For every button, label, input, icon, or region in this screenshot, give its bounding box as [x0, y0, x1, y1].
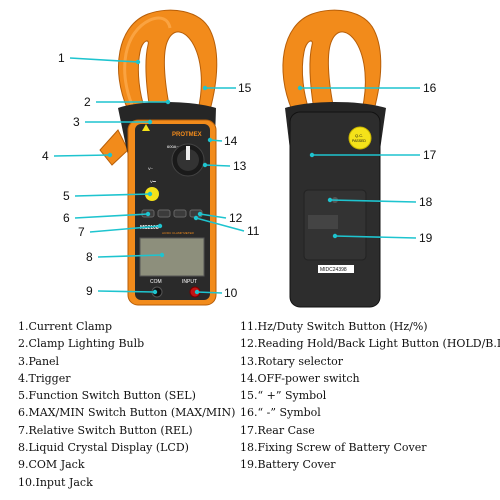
legend-item-9: 9.COM Jack: [18, 458, 85, 472]
callout-5: 5: [63, 189, 70, 203]
legend-item-11: 11.Hz/Duty Switch Button (Hz/%): [240, 320, 428, 333]
legend-item-6: 6.MAX/MIN Switch Button (MAX/MIN): [18, 406, 236, 420]
svg-text:PASSED: PASSED: [352, 139, 366, 143]
rear-clamp: [282, 9, 382, 111]
callout-2: 2: [84, 95, 91, 109]
callout-3: 3: [73, 115, 80, 129]
model-text: MS2108: [140, 225, 159, 231]
svg-text:COM: COM: [150, 279, 162, 285]
svg-text:V⎓: V⎓: [150, 179, 157, 184]
legend-item-2: 2.Clamp Lighting Bulb: [18, 337, 145, 351]
svg-text:V~: V~: [148, 166, 154, 171]
legend-item-1: 1.Current Clamp: [18, 320, 112, 333]
callout-6: 6: [63, 211, 70, 225]
callout-lines: [53, 57, 420, 294]
legend-right: 11.Hz/Duty Switch Button (Hz/%) 12.Readi…: [240, 318, 500, 474]
front-meter: PROTMEX 600A~ V~ V⎓ MS2108 AC/DC CLAMP M…: [99, 9, 218, 306]
subtitle-text: AC/DC CLAMP METER: [162, 231, 195, 235]
legend-item-13: 13.Rotary selector: [240, 354, 343, 368]
current-clamp: [118, 9, 218, 111]
legend-item-15: 15.“ +” Symbol: [240, 389, 327, 403]
lcd: [139, 237, 205, 277]
callout-17: 17: [423, 148, 437, 162]
legend-item-3: 3.Panel: [18, 354, 60, 368]
legend-item-12: 12.Reading Hold/Back Light Button (HOLD/…: [240, 337, 500, 351]
callout-19: 19: [419, 231, 433, 245]
qc-badge: [348, 126, 372, 150]
callout-8: 8: [86, 250, 93, 264]
svg-text:INPUT: INPUT: [182, 279, 197, 285]
callout-12: 12: [229, 211, 243, 225]
hz-button: [173, 209, 187, 218]
callout-9: 9: [86, 284, 93, 298]
trigger: [99, 129, 129, 166]
legend-left: 1.Current Clamp 2.Clamp Lighting Bulb 3.…: [18, 318, 235, 491]
rear-meter: MIDC24398 Q.C. PASSED: [282, 9, 386, 308]
callout-7: 7: [78, 225, 85, 239]
legend-item-18: 18.Fixing Screw of Battery Cover: [240, 441, 427, 455]
callout-10: 10: [224, 286, 238, 300]
clamp-meter-diagram: PROTMEX 600A~ V~ V⎓ MS2108 AC/DC CLAMP M…: [42, 9, 437, 308]
legend-item-10: 10.Input Jack: [18, 475, 93, 489]
legend-item-17: 17.Rear Case: [240, 423, 315, 437]
callout-15: 15: [238, 81, 252, 95]
legend-item-16: 16.“ -” Symbol: [240, 406, 321, 420]
callout-numbers: 1 2 3 4 5 6 7 8 9 10 11 12 13 14 15 16 1…: [42, 51, 437, 300]
legend-item-7: 7.Relative Switch Button (REL): [18, 423, 193, 437]
svg-text:Q.C.: Q.C.: [355, 133, 363, 138]
callout-14: 14: [224, 134, 238, 148]
callout-1: 1: [58, 51, 65, 65]
svg-text:600A~: 600A~: [167, 144, 179, 149]
callout-18: 18: [419, 195, 433, 209]
legend-item-4: 4.Trigger: [18, 371, 71, 385]
callout-13: 13: [233, 159, 247, 173]
callout-11: 11: [247, 224, 260, 238]
brand-text: PROTMEX: [172, 132, 202, 138]
legend-item-5: 5.Function Switch Button (SEL): [18, 389, 196, 403]
callout-4: 4: [42, 149, 49, 163]
rel-button: [157, 209, 171, 218]
legend-item-14: 14.OFF-power switch: [240, 371, 360, 385]
legend-item-19: 19.Battery Cover: [240, 458, 336, 472]
callout-16: 16: [423, 81, 437, 95]
serial-label: MIDC24398: [320, 267, 347, 273]
legend-item-8: 8.Liquid Crystal Display (LCD): [18, 441, 189, 455]
